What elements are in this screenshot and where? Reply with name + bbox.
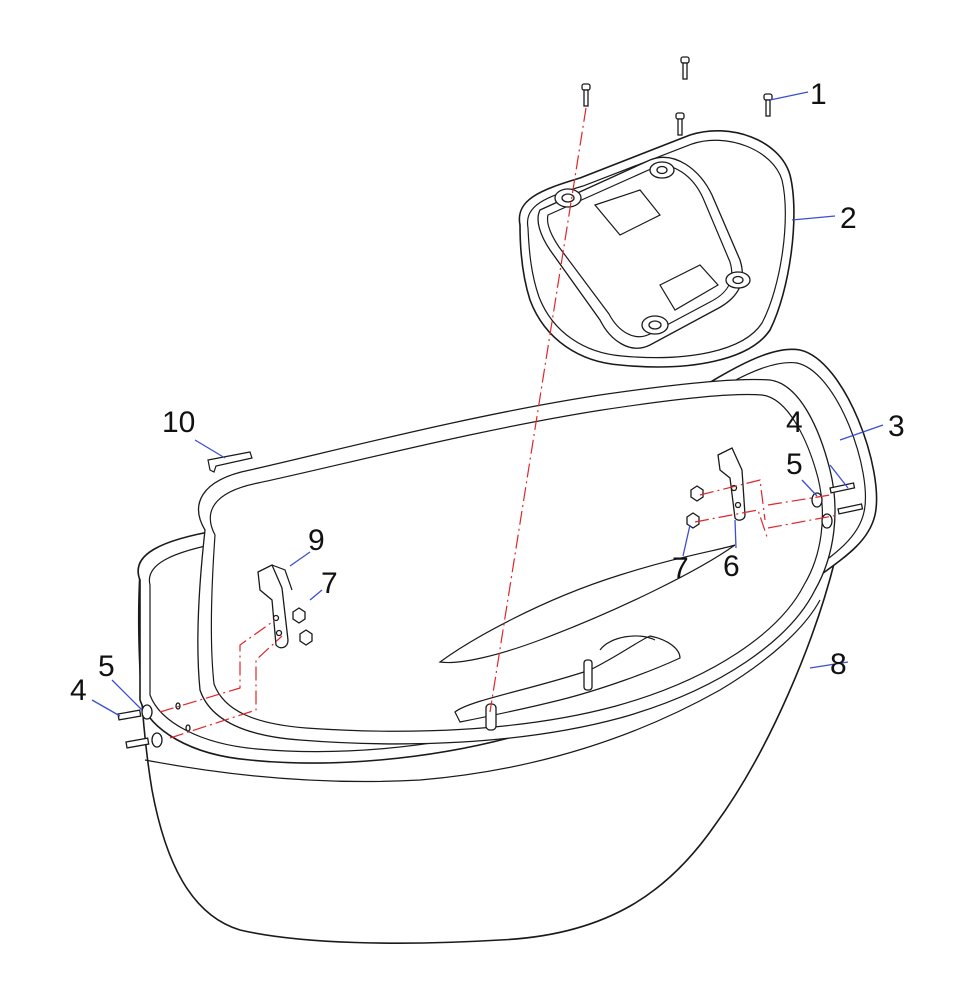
callout-7-right: 7 — [672, 552, 689, 585]
callout-3: 3 — [888, 410, 905, 443]
clip-part-10 — [207, 451, 253, 473]
callout-labels: 1 2 3 4 5 6 7 8 9 7 10 5 4 — [70, 78, 905, 707]
nuts-part-7 — [292, 485, 704, 646]
screws-part-1 — [581, 56, 773, 136]
callout-2: 2 — [840, 202, 857, 235]
callout-8: 8 — [830, 648, 847, 681]
callout-10: 10 — [162, 406, 195, 439]
callout-5-left: 5 — [98, 650, 115, 683]
callout-9: 9 — [308, 524, 325, 557]
hinge-bracket-part-9 — [257, 564, 293, 649]
lid-part-2 — [518, 130, 795, 368]
callout-6: 6 — [723, 550, 740, 583]
screw-c — [675, 112, 685, 136]
callout-1: 1 — [810, 78, 827, 111]
assembly-centerlines — [159, 107, 839, 739]
screw-a — [581, 83, 591, 107]
screw-b — [680, 56, 690, 80]
screw-d — [763, 93, 773, 117]
callout-4-right: 4 — [786, 406, 803, 439]
case-opening — [197, 378, 836, 745]
callout-5-right: 5 — [786, 448, 803, 481]
bolts-washers-left — [117, 702, 191, 749]
leader-lines — [91, 91, 884, 717]
callout-7-left: 7 — [321, 567, 338, 600]
callout-4-left: 4 — [70, 674, 87, 707]
